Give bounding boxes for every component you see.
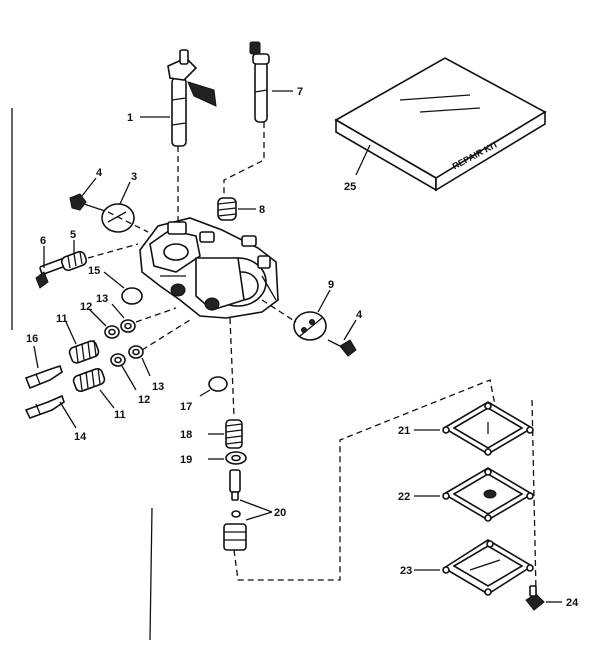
label-18: 18 — [180, 429, 192, 441]
choke-plate-9 — [293, 311, 327, 341]
repair-kit-box: REPAIR KIT — [334, 57, 547, 192]
cover-23 — [442, 539, 534, 596]
label-25: 25 — [344, 181, 356, 193]
label-19: 19 — [180, 454, 192, 466]
throttle-plate-3 — [101, 203, 135, 233]
label-4-right: 4 — [356, 309, 363, 321]
label-13-top: 13 — [96, 293, 108, 305]
label-14: 14 — [74, 431, 87, 443]
welch-plug-15 — [121, 287, 143, 305]
screw-4-top — [69, 193, 109, 213]
label-13-bottom: 13 — [152, 381, 164, 393]
diaphragm-22 — [442, 467, 534, 522]
screw-24 — [525, 585, 545, 611]
label-5: 5 — [70, 229, 76, 241]
washer-12-top — [104, 325, 120, 339]
inlet-needle-20 — [223, 469, 247, 551]
label-11-bottom: 11 — [114, 409, 126, 421]
label-20: 20 — [274, 507, 286, 519]
spring-18 — [225, 419, 243, 449]
needle-16 — [24, 364, 63, 390]
cup-plug-17 — [208, 376, 228, 392]
label-3: 3 — [131, 171, 137, 183]
label-21: 21 — [398, 425, 410, 437]
spring-11-top — [68, 339, 100, 364]
spring-5 — [60, 250, 88, 272]
needle-14 — [24, 394, 65, 419]
label-8: 8 — [259, 204, 265, 216]
washer-13-bottom — [128, 345, 144, 359]
label-24: 24 — [566, 597, 579, 609]
label-1: 1 — [127, 112, 133, 124]
label-7: 7 — [297, 86, 303, 98]
label-17: 17 — [180, 401, 192, 413]
label-22: 22 — [398, 491, 410, 503]
washer-13-top — [120, 319, 136, 333]
spring-8 — [217, 197, 237, 221]
choke-shaft — [249, 41, 270, 123]
label-23: 23 — [400, 565, 412, 577]
label-15: 15 — [88, 265, 100, 277]
washer-19 — [225, 451, 247, 465]
label-12-top: 12 — [80, 301, 92, 313]
throttle-shaft — [167, 49, 217, 147]
washer-12-bottom — [110, 353, 126, 367]
screw-4-right — [327, 339, 357, 357]
label-12-bottom: 12 — [138, 394, 150, 406]
carburetor-body — [139, 217, 279, 319]
gasket-21 — [442, 401, 534, 456]
label-16: 16 — [26, 333, 38, 345]
spring-11-bottom — [72, 367, 106, 393]
label-6: 6 — [40, 235, 46, 247]
label-9: 9 — [328, 279, 334, 291]
label-11-top: 11 — [56, 313, 68, 325]
label-4-top: 4 — [96, 167, 103, 179]
